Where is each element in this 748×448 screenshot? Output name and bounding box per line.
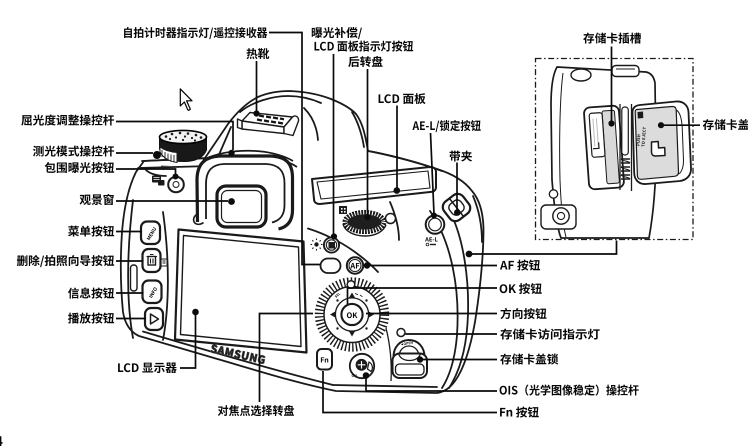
svg-text:后转盘: 后转盘 [348,53,383,70]
svg-text:Fn: Fn [320,356,328,366]
svg-text:AF: AF [349,261,360,272]
svg-text:测光模式操控杆: 测光模式操控杆 [33,143,115,160]
svg-text:AE-L: AE-L [424,235,438,244]
svg-text:存储卡盖: 存储卡盖 [703,116,748,133]
svg-text:AE-L/锁定按钮: AE-L/锁定按钮 [412,117,482,134]
svg-text:SEL: SEL [333,291,341,299]
svg-text:ON: ON [352,374,358,379]
svg-text:删除/拍照向导按钮: 删除/拍照向导按钮 [16,252,114,269]
svg-text:OK: OK [347,310,359,321]
svg-text:存储卡插槽: 存储卡插槽 [583,30,642,47]
svg-text:OK 按钮: OK 按钮 [499,280,542,297]
svg-text:曝光补偿/: 曝光补偿/ [311,24,363,41]
svg-text:方向按钮: 方向按钮 [500,305,547,322]
svg-text:包围曝光按钮: 包围曝光按钮 [44,159,114,176]
svg-text:4: 4 [0,430,3,448]
svg-text:观景窗: 观景窗 [79,191,114,208]
svg-text:带夹: 带夹 [449,147,473,164]
svg-text:LCD 显示器: LCD 显示器 [117,359,177,376]
svg-text:对焦点选择转盘: 对焦点选择转盘 [218,402,295,419]
svg-text:OIS（光学图像稳定）操控杆: OIS（光学图像稳定）操控杆 [499,381,639,398]
svg-text:◄OPEN: ◄OPEN [400,340,414,347]
svg-text:LCD 面板指示灯按钮: LCD 面板指示灯按钮 [314,38,414,55]
svg-text:LCD 面板: LCD 面板 [378,90,427,107]
svg-text:自拍计时器指示灯/遥控接收器: 自拍计时器指示灯/遥控接收器 [123,24,268,41]
svg-text:信息按钮: 信息按钮 [68,284,115,301]
svg-text:存储卡盖锁: 存储卡盖锁 [500,351,559,368]
svg-text:菜单按钮: 菜单按钮 [68,223,115,240]
svg-text:存储卡访问指示灯: 存储卡访问指示灯 [500,325,600,342]
svg-text:AF 按钮: AF 按钮 [499,256,541,273]
svg-text:TO EJECT: TO EJECT [641,126,648,147]
svg-text:屈光度调整操控杆: 屈光度调整操控杆 [21,112,115,129]
svg-text:播放按钮: 播放按钮 [68,309,115,326]
svg-text:热靴: 热靴 [246,45,270,62]
svg-text:PUSH: PUSH [636,134,643,146]
svg-text:Fn 按钮: Fn 按钮 [499,404,539,421]
